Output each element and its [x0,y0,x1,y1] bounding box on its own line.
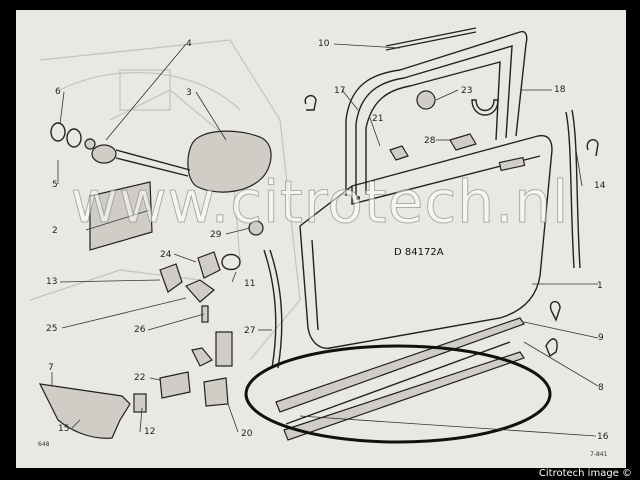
callout-2: 2 [52,226,58,236]
leader-lines [51,43,599,437]
plate-2 [89,181,153,251]
door-panel [299,134,553,349]
callout-5: 5 [52,180,58,190]
callout-1: 1 [597,281,603,291]
callout-20: 20 [241,429,253,439]
callout-14: 14 [594,181,606,191]
credit-text: Citrotech image © [538,468,632,479]
callout-22: 22 [134,373,145,383]
callout-18: 18 [554,85,566,95]
diagram-reference: D 84172A [394,247,444,258]
callout-26: 26 [134,325,146,335]
clip-parts [304,90,599,161]
brackets [133,331,233,413]
page-code: 648 [38,441,50,448]
callout-21: 21 [372,114,383,124]
callout-25: 25 [46,324,57,334]
callout-29: 29 [210,230,222,240]
callout-9: 9 [598,333,604,343]
mirror-assembly [50,122,272,193]
callout-12: 12 [144,427,155,437]
callout-labels: 1 2 3 4 5 6 7 8 9 10 11 12 13 14 15 16 1… [46,39,609,442]
callout-16: 16 [597,432,609,442]
callout-28: 28 [424,136,436,146]
callout-8: 8 [598,383,604,393]
sill-strips [275,317,525,441]
callout-11: 11 [244,279,255,289]
callout-7: 7 [48,363,54,373]
watermark-text: www.citrotech.nl [70,168,570,237]
door-handle [498,156,526,172]
callout-4: 4 [186,39,192,49]
background-body-ghost [29,39,301,361]
callout-24: 24 [160,250,172,260]
sill-clips [545,301,561,358]
callout-6: 6 [55,87,61,97]
mud-flap [38,383,131,439]
callout-15: 15 [58,424,69,434]
highlight-ellipse [244,344,552,444]
plate-code: 7-841 [590,451,608,458]
callout-3: 3 [186,88,192,98]
seal-strip-14 [571,109,581,269]
callout-13: 13 [46,277,57,287]
callout-27: 27 [244,326,255,336]
callout-17: 17 [334,86,345,96]
hinge-parts [159,251,241,323]
callout-23: 23 [461,86,472,96]
weather-strip-27 [269,249,283,369]
callout-10: 10 [318,39,330,49]
